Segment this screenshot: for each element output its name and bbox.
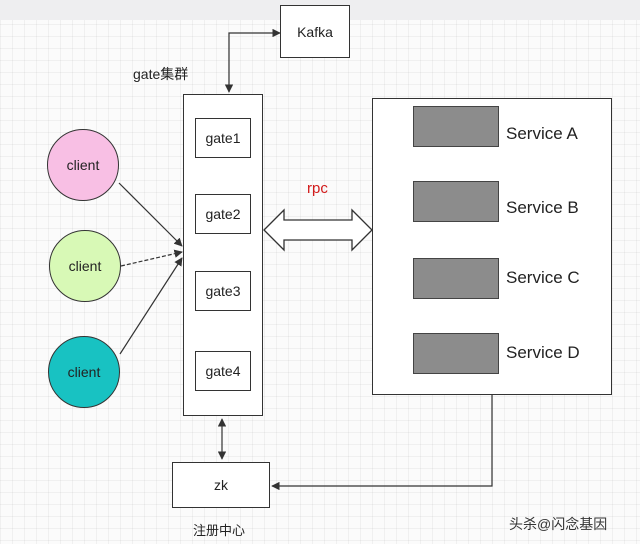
registry-caption: 注册中心 <box>193 523 246 538</box>
gate-node: gate4 <box>195 351 251 391</box>
service-block <box>413 106 499 147</box>
service-label: Service C <box>506 268 580 287</box>
client-label: client <box>67 364 101 380</box>
client-node: client <box>47 129 119 201</box>
client-node: client <box>48 336 120 408</box>
kafka-label: Kafka <box>297 23 333 40</box>
service-label: Service A <box>506 124 578 143</box>
kafka-node: Kafka <box>280 5 350 58</box>
service-label: Service D <box>506 343 580 362</box>
services-zk-link <box>271 395 493 491</box>
service-block <box>413 258 499 299</box>
gate-node-label: gate4 <box>205 363 241 379</box>
rpc-double-arrow <box>263 208 373 252</box>
gate-cluster-title: gate集群 <box>133 66 189 82</box>
gate-node-label: gate3 <box>205 283 241 299</box>
client-label: client <box>66 157 100 173</box>
rpc-label: rpc <box>307 180 328 197</box>
client-node: client <box>49 230 121 302</box>
gate-node: gate1 <box>195 118 251 158</box>
service-block <box>413 333 499 374</box>
gate-node: gate3 <box>195 271 251 311</box>
gate-node: gate2 <box>195 194 251 234</box>
kafka-gate-link <box>224 28 281 93</box>
zk-label: zk <box>214 477 228 493</box>
zk-node: zk <box>172 462 270 508</box>
client2-gate-link <box>120 249 183 267</box>
client3-gate-link <box>119 257 183 355</box>
service-label: Service B <box>506 198 579 217</box>
gate-node-label: gate2 <box>205 206 241 222</box>
watermark: 头杀@闪念基因 <box>509 516 608 532</box>
gate-node-label: gate1 <box>205 130 241 146</box>
client1-gate-link <box>118 182 183 247</box>
client-label: client <box>68 258 102 274</box>
service-block <box>413 181 499 222</box>
